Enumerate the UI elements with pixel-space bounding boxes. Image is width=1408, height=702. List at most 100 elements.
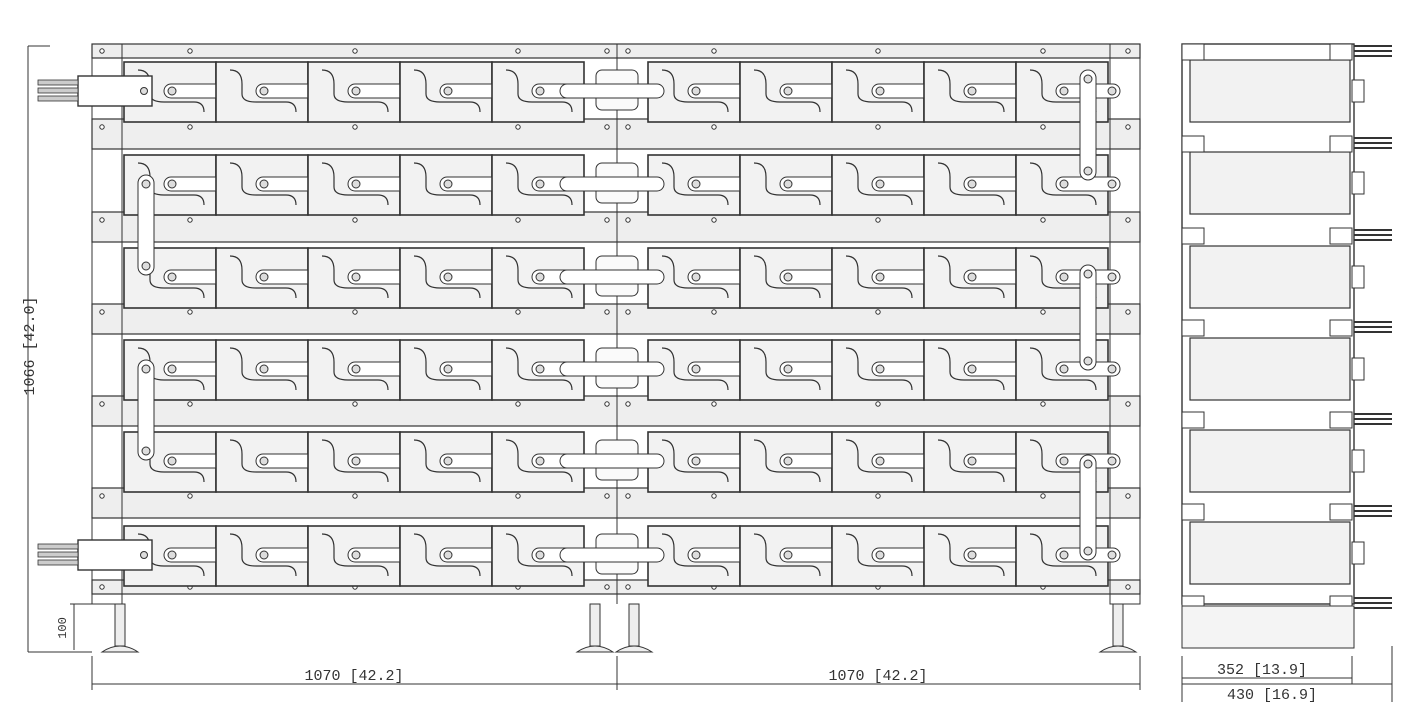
terminal: [259, 272, 269, 282]
terminal: [259, 550, 269, 560]
cable: [229, 347, 297, 391]
cable: [505, 69, 573, 113]
terminal: [967, 456, 977, 466]
terminal: [1083, 459, 1093, 469]
bolt-hole: [352, 48, 358, 54]
terminal: [167, 550, 177, 560]
terminal: [140, 551, 148, 559]
terminal: [167, 86, 177, 96]
rail-bar: [91, 303, 1141, 335]
cable-lead: [37, 95, 79, 102]
terminal: [1083, 269, 1093, 279]
terminal: [351, 86, 361, 96]
bolt-hole: [352, 401, 358, 407]
cable: [753, 255, 821, 299]
bolt-hole: [625, 217, 631, 223]
cable: [137, 533, 205, 577]
terminal: [783, 179, 793, 189]
dimension-lines: [27, 45, 1393, 702]
cable: [505, 255, 573, 299]
bolt-hole: [875, 48, 881, 54]
side-bracket: [1329, 319, 1353, 337]
terminal: [1107, 86, 1117, 96]
terminal: [535, 456, 545, 466]
terminal: [691, 456, 701, 466]
cable: [937, 69, 1005, 113]
side-terminal: [1351, 449, 1365, 473]
cable-lead: [37, 79, 79, 86]
terminal: [443, 456, 453, 466]
terminal: [443, 550, 453, 560]
cable: [845, 347, 913, 391]
terminal: [351, 179, 361, 189]
right-width-label: 1070 [42.2]: [828, 668, 927, 685]
terminal: [691, 272, 701, 282]
cable: [413, 439, 481, 483]
center-link: [559, 453, 665, 469]
side-terminal: [1351, 265, 1365, 289]
center-link: [559, 361, 665, 377]
cable: [753, 69, 821, 113]
terminal: [443, 86, 453, 96]
side-view: [1181, 43, 1392, 649]
cable: [321, 255, 389, 299]
terminal: [1107, 179, 1117, 189]
foot-post: [114, 603, 126, 647]
cable: [845, 255, 913, 299]
bolt-hole: [187, 401, 193, 407]
terminal: [443, 364, 453, 374]
bolt-hole: [1040, 493, 1046, 499]
terminal: [967, 272, 977, 282]
bolt-hole: [711, 124, 717, 130]
bolt-hole: [352, 309, 358, 315]
terminal: [1083, 166, 1093, 176]
cable: [661, 347, 729, 391]
bolt-hole: [99, 48, 105, 54]
cable: [229, 162, 297, 206]
side-bracket: [1329, 135, 1353, 153]
terminal: [140, 87, 148, 95]
terminal: [691, 550, 701, 560]
side-bracket: [1329, 503, 1353, 521]
terminal: [167, 272, 177, 282]
bolt-hole: [99, 217, 105, 223]
cable-lead: [37, 551, 79, 558]
bolt-hole: [99, 309, 105, 315]
foot-base: [1098, 645, 1138, 653]
side-battery: [1189, 521, 1351, 585]
terminal: [1107, 364, 1117, 374]
side-bracket: [1329, 227, 1353, 245]
terminal: [535, 179, 545, 189]
side-total-label: 430 [16.9]: [1227, 687, 1317, 702]
bolt-hole: [1040, 217, 1046, 223]
side-bracket: [1181, 319, 1205, 337]
terminal: [167, 364, 177, 374]
bolt-hole: [1125, 217, 1131, 223]
bolt-hole: [604, 493, 610, 499]
terminal: [691, 179, 701, 189]
cable: [937, 439, 1005, 483]
terminal: [351, 364, 361, 374]
output-box: [77, 75, 153, 107]
bolt-hole: [515, 493, 521, 499]
cable: [845, 162, 913, 206]
bolt-hole: [1040, 124, 1046, 130]
bolt-hole: [515, 401, 521, 407]
terminal: [167, 179, 177, 189]
cable: [753, 347, 821, 391]
terminal: [259, 456, 269, 466]
left-upright: [91, 43, 123, 605]
bolt-hole: [187, 217, 193, 223]
side-bracket: [1181, 43, 1205, 61]
terminal: [443, 179, 453, 189]
terminal: [967, 179, 977, 189]
terminal: [1083, 356, 1093, 366]
bolt-hole: [99, 124, 105, 130]
cable: [845, 69, 913, 113]
bolt-hole: [875, 309, 881, 315]
bolt-hole: [352, 217, 358, 223]
cable: [661, 255, 729, 299]
foot-post: [1112, 603, 1124, 647]
bolt-hole: [1125, 309, 1131, 315]
